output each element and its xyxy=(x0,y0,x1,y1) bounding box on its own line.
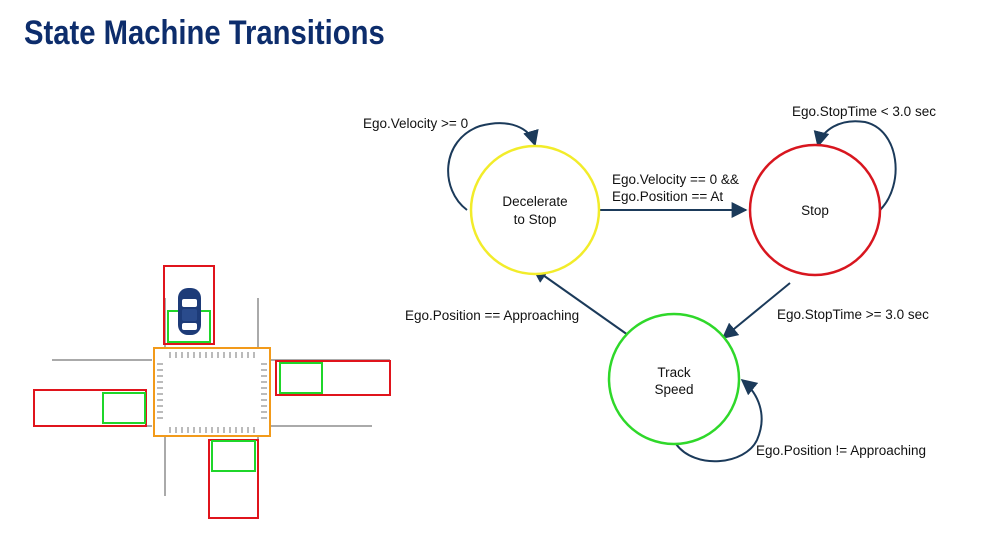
state-decelerate xyxy=(469,144,601,276)
detection-zone-top xyxy=(163,265,215,345)
label-track-to-decelerate: Ego.Position == Approaching xyxy=(405,308,579,323)
state-track-label-line1: Track xyxy=(657,365,690,380)
state-decelerate-label-line1: Decelerate xyxy=(502,194,567,209)
state-stop-label: Stop xyxy=(801,203,829,218)
slide-title: State Machine Transitions xyxy=(24,14,385,52)
ego-car-icon xyxy=(178,288,201,335)
crosswalk-top xyxy=(169,352,255,358)
vehicle-box-left xyxy=(102,392,146,424)
stop-to-track-arrow xyxy=(721,282,791,340)
intersection-box xyxy=(153,347,271,437)
decelerate-self-loop-arrow xyxy=(447,122,539,211)
vehicle-box-right xyxy=(279,362,323,394)
label-track-self: Ego.Position != Approaching xyxy=(756,443,926,458)
state-track-label-line2: Speed xyxy=(654,382,693,397)
track-to-decelerate-arrow xyxy=(531,267,629,336)
crosswalk-bottom xyxy=(169,427,255,433)
label-decelerate-to-stop-line2: Ego.Position == At xyxy=(612,189,723,204)
label-decelerate-to-stop-line1: Ego.Velocity == 0 && xyxy=(612,172,739,187)
state-decelerate-label-line2: to Stop xyxy=(514,212,557,227)
label-decelerate-self: Ego.Velocity >= 0 xyxy=(363,116,468,131)
track-self-loop-arrow xyxy=(675,378,763,463)
state-track-speed xyxy=(607,312,741,446)
crosswalk-left xyxy=(157,363,163,419)
label-stop-self: Ego.StopTime < 3.0 sec xyxy=(792,104,936,119)
label-stop-to-track: Ego.StopTime >= 3.0 sec xyxy=(777,307,929,322)
detection-zone-right xyxy=(275,360,391,396)
stop-self-loop-arrow xyxy=(813,120,897,211)
crosswalk-right xyxy=(261,363,267,419)
vehicle-box-bottom xyxy=(211,440,256,472)
state-stop xyxy=(748,143,882,277)
